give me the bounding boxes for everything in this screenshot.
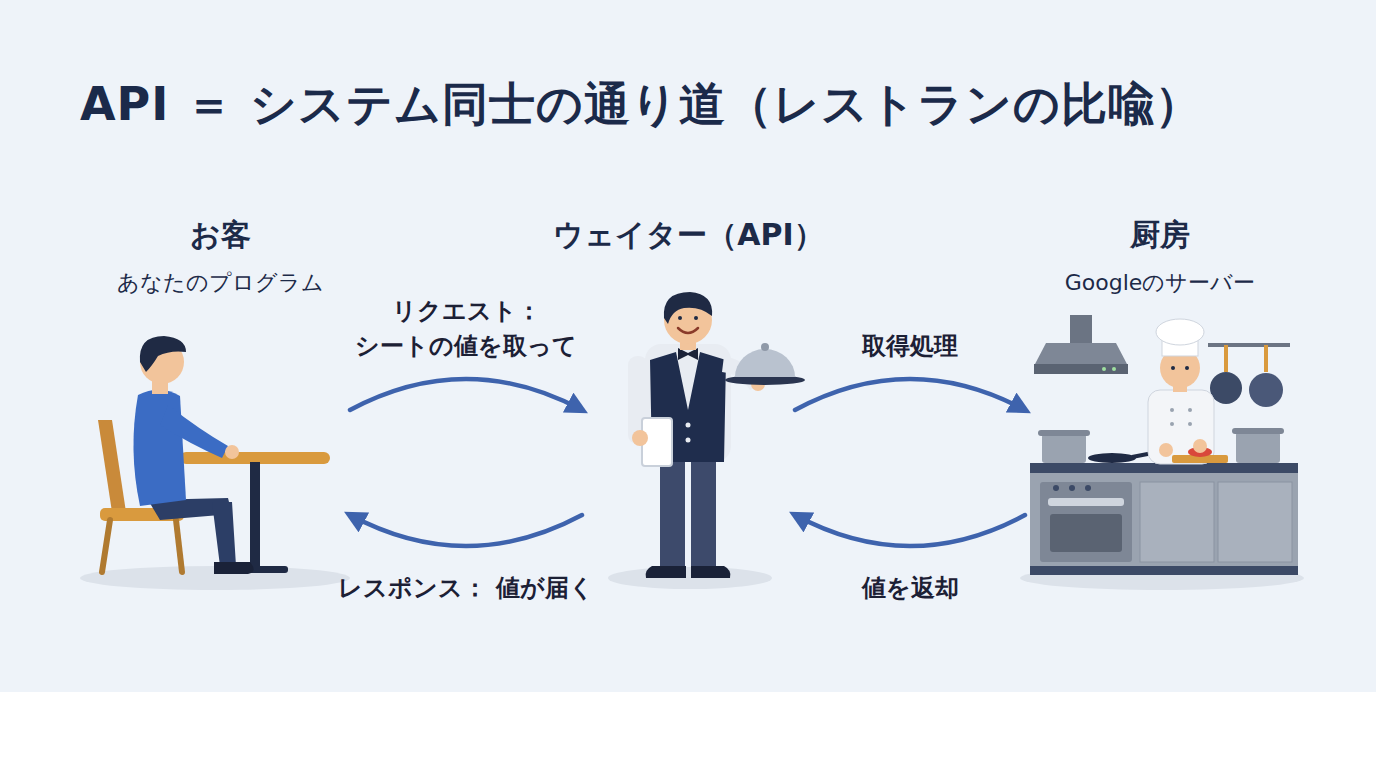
waiter-illustration bbox=[608, 292, 805, 589]
waiter-illustration-part bbox=[686, 423, 691, 428]
kitchen-illustration-part bbox=[1048, 498, 1124, 506]
kitchen-illustration-part bbox=[1210, 372, 1242, 404]
customer-illustration-part bbox=[133, 390, 186, 506]
customer-illustration-part bbox=[102, 520, 110, 572]
waiter-illustration-part bbox=[691, 566, 730, 578]
kitchen-illustration-part bbox=[1224, 345, 1228, 372]
node-heading: 厨房 bbox=[935, 215, 1376, 256]
figure-node: お客あなたのプログラム bbox=[90, 215, 350, 590]
kitchen-illustration-part bbox=[1034, 343, 1128, 366]
waiter-illustration-part bbox=[664, 292, 712, 324]
figure-node: 厨房Googleのサーバー bbox=[1025, 215, 1295, 590]
customer-illustration-part bbox=[214, 562, 254, 574]
arrow-label: 取得処理 bbox=[750, 329, 1070, 364]
kitchen-illustration-part bbox=[1236, 432, 1280, 463]
kitchen-illustration-part bbox=[1042, 434, 1086, 463]
kitchen-illustration-part bbox=[1188, 422, 1192, 426]
waiter-illustration-part bbox=[678, 316, 682, 320]
kitchen-illustration-part bbox=[1112, 367, 1116, 371]
arrow-label: 値を返却 bbox=[750, 571, 1070, 606]
waiter-illustration-part bbox=[632, 430, 648, 446]
kitchen-illustration-part bbox=[1053, 485, 1059, 491]
customer-illustration-part bbox=[225, 445, 239, 459]
kitchen-illustration-part bbox=[1170, 408, 1174, 412]
kitchen-illustration-part bbox=[1264, 345, 1268, 372]
waiter-illustration-part bbox=[735, 349, 795, 377]
kitchen-illustration-part bbox=[1171, 366, 1175, 370]
kitchen-illustration-part bbox=[1030, 566, 1298, 575]
waiter-illustration-part bbox=[761, 343, 769, 351]
waiter-illustration-part bbox=[646, 566, 686, 578]
kitchen-illustration-part bbox=[1208, 343, 1290, 347]
kitchen-illustration-part bbox=[1185, 366, 1189, 370]
kitchen-illustration-part bbox=[1102, 367, 1106, 371]
kitchen-illustration-part bbox=[1034, 364, 1128, 374]
waiter-illustration-part bbox=[608, 567, 772, 589]
kitchen-illustration-part bbox=[1156, 319, 1204, 345]
kitchen-illustration-part bbox=[1159, 443, 1173, 457]
waiter-illustration-part bbox=[686, 438, 691, 443]
arrow-label: リクエスト： シートの値を取って bbox=[306, 294, 626, 364]
customer-illustration-part bbox=[212, 502, 236, 566]
diagram-title: API ＝ システム同士の通り道（レストランの比喩） bbox=[80, 74, 1202, 136]
node-heading: ウェイター（API） bbox=[492, 215, 885, 256]
waiter-illustration-part bbox=[660, 452, 685, 570]
customer-illustration-part bbox=[98, 420, 126, 512]
waiter-illustration-part bbox=[691, 452, 716, 570]
kitchen-illustration-part bbox=[1170, 422, 1174, 426]
kitchen-illustration-part bbox=[1088, 453, 1136, 463]
kitchen-illustration-part bbox=[1249, 373, 1283, 407]
customer-illustration-part bbox=[140, 336, 186, 372]
node-subtitle: Googleのサーバー bbox=[935, 268, 1376, 298]
kitchen-illustration bbox=[1020, 315, 1304, 590]
kitchen-illustration-part bbox=[1070, 315, 1092, 343]
kitchen-illustration-part bbox=[1040, 482, 1132, 562]
waiter-illustration-part bbox=[678, 328, 698, 333]
flow-arrow bbox=[350, 515, 582, 546]
kitchen-illustration-part bbox=[1232, 428, 1284, 434]
kitchen-illustration-part bbox=[1085, 485, 1091, 491]
kitchen-illustration-part bbox=[1140, 482, 1214, 562]
customer-illustration-part bbox=[176, 520, 182, 572]
waiter-illustration-part bbox=[694, 316, 698, 320]
arrow-label: レスポンス： 値が届く bbox=[306, 571, 626, 606]
kitchen-illustration-part bbox=[1148, 390, 1214, 464]
kitchen-illustration-part bbox=[1218, 482, 1292, 562]
kitchen-illustration-part bbox=[1050, 514, 1122, 552]
kitchen-illustration-part bbox=[1038, 430, 1090, 436]
customer-illustration-part bbox=[250, 462, 260, 570]
kitchen-illustration-part bbox=[1193, 439, 1207, 453]
figure-node: ウェイター（API） bbox=[582, 215, 795, 590]
node-heading: お客 bbox=[0, 215, 440, 256]
kitchen-illustration-part bbox=[1020, 566, 1304, 590]
customer-illustration-part bbox=[160, 405, 228, 458]
node-subtitle: あなたのプログラム bbox=[0, 268, 440, 298]
kitchen-illustration-part bbox=[1030, 463, 1298, 575]
flow-arrow bbox=[795, 515, 1025, 546]
kitchen-illustration-part bbox=[1069, 485, 1075, 491]
kitchen-illustration-part bbox=[1188, 408, 1192, 412]
customer-illustration bbox=[80, 336, 350, 590]
flow-arrow bbox=[350, 379, 582, 410]
flow-arrow bbox=[795, 379, 1025, 410]
